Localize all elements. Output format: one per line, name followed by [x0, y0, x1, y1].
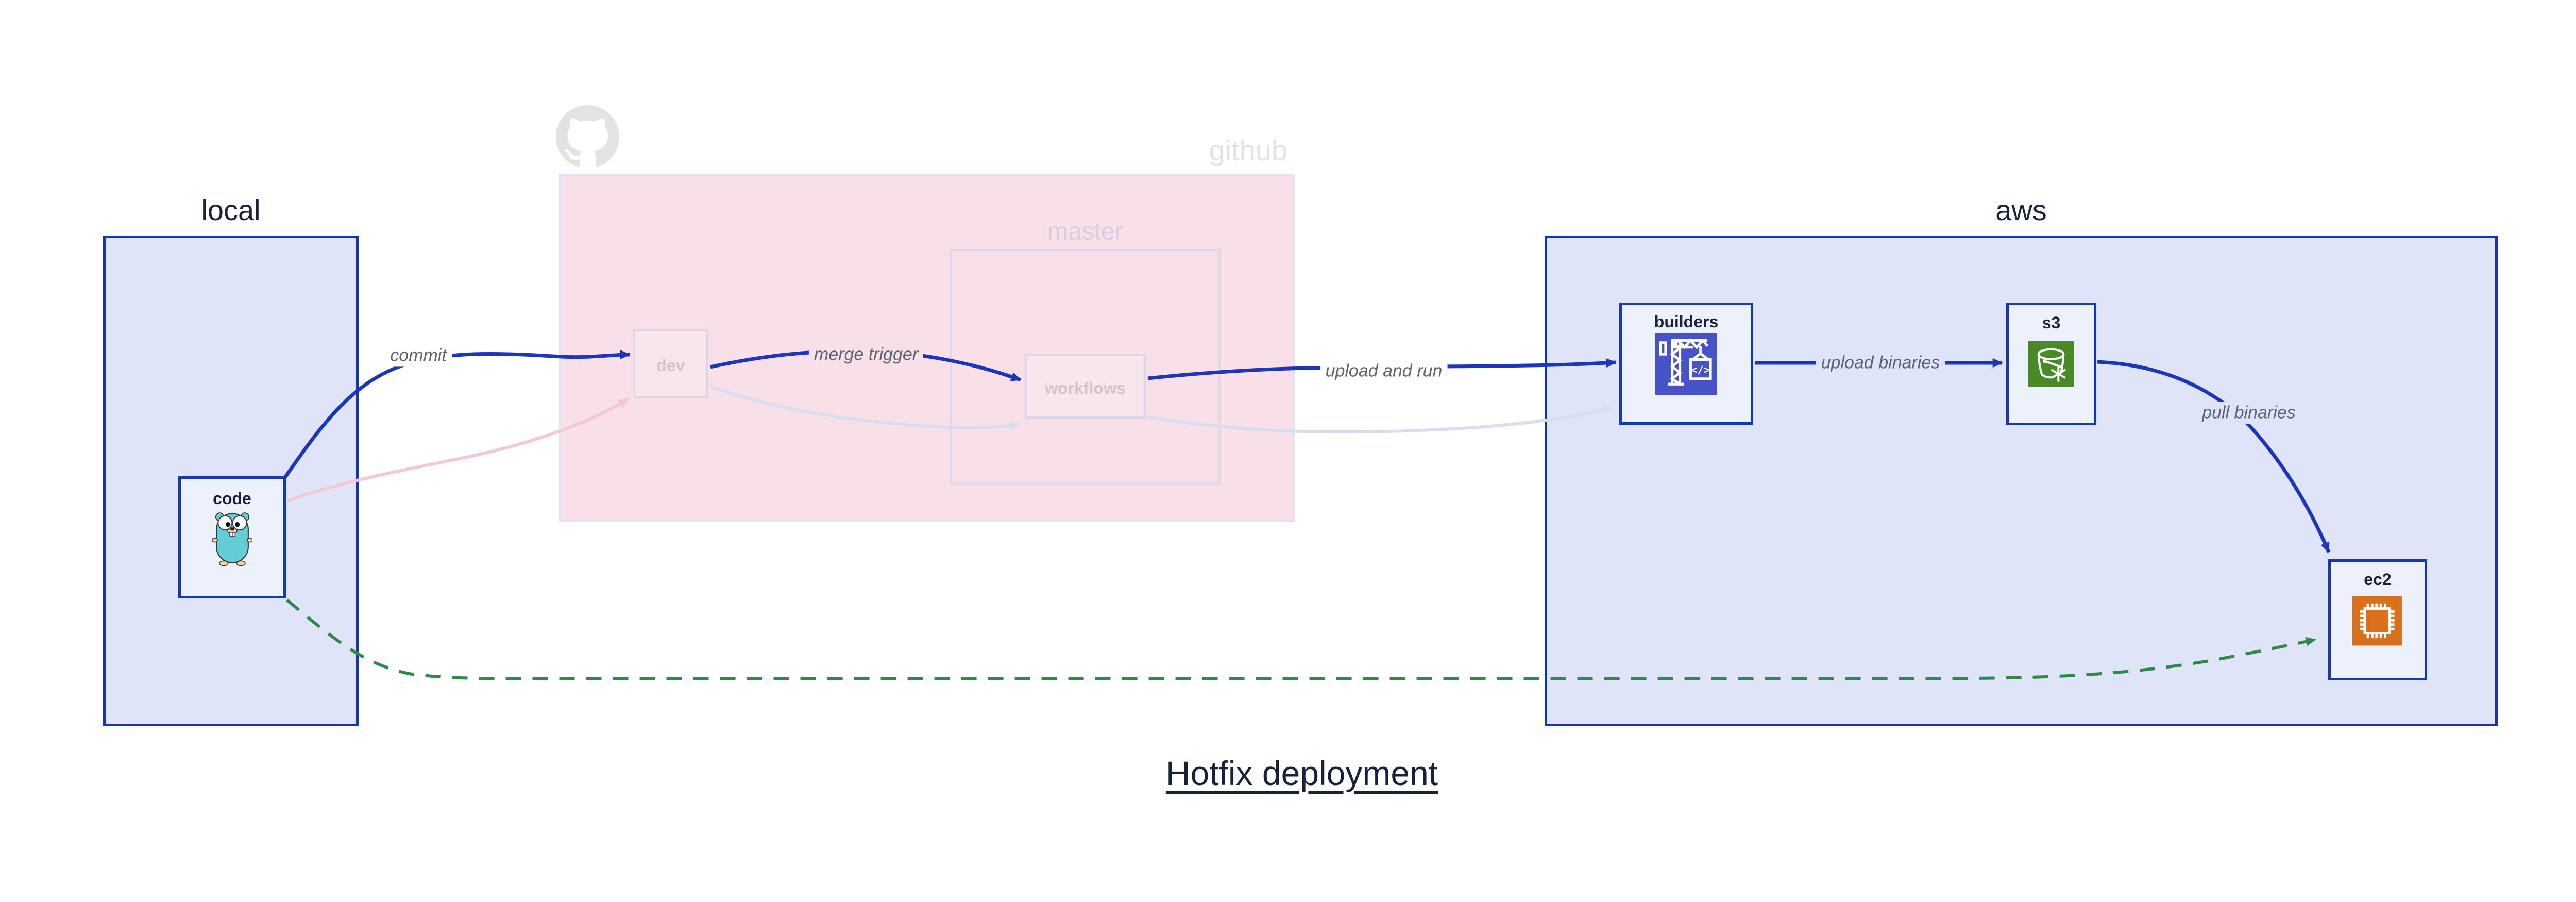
workflows-node-label: workflows	[1045, 379, 1126, 397]
page-title-text: Hotfix deployment	[1165, 754, 1438, 792]
builders-node-label: builders	[1654, 312, 1719, 331]
edge-label-upload-binaries: upload binaries	[1816, 352, 1945, 374]
edge-label-upload-and-run: upload and run	[1320, 360, 1448, 382]
go-gopher-icon	[212, 512, 252, 566]
github-octocat-icon	[556, 105, 619, 167]
edge-pull-binaries	[2097, 360, 2331, 553]
github-group-label: github	[1209, 134, 1287, 166]
dev-node-label: dev	[656, 356, 685, 375]
edge-label-pull-binaries: pull binaries	[2197, 402, 2301, 424]
edge-commit	[283, 349, 631, 479]
edge-faded-dev-to-workflows	[709, 385, 1020, 431]
local-group-label: local	[201, 194, 261, 226]
s3-bucket-icon	[2028, 341, 2074, 387]
ec2-node-label: ec2	[2364, 570, 2392, 589]
edge-faded-code-to-dev	[286, 397, 629, 503]
edge-hotfix-green-dashed	[286, 598, 2316, 680]
aws-group-label: aws	[1995, 194, 2047, 226]
edge-label-commit: commit	[385, 344, 452, 367]
page-title: Hotfix deployment	[0, 754, 2576, 793]
edge-label-merge-trigger: merge trigger	[808, 343, 924, 366]
dev-node: dev	[633, 329, 708, 398]
edge-faded-workflows-to-builders	[1147, 405, 1614, 434]
workflows-node: workflows	[1025, 354, 1146, 419]
codebuild-crane-icon: </>	[1655, 333, 1717, 395]
s3-node-label: s3	[2042, 313, 2061, 332]
master-group-label: master	[1047, 218, 1123, 245]
ec2-chip-icon	[2352, 596, 2402, 646]
code-node-label: code	[213, 489, 251, 508]
builders-icon-code-text: </>	[1691, 363, 1710, 376]
master-group-box	[950, 249, 1221, 485]
